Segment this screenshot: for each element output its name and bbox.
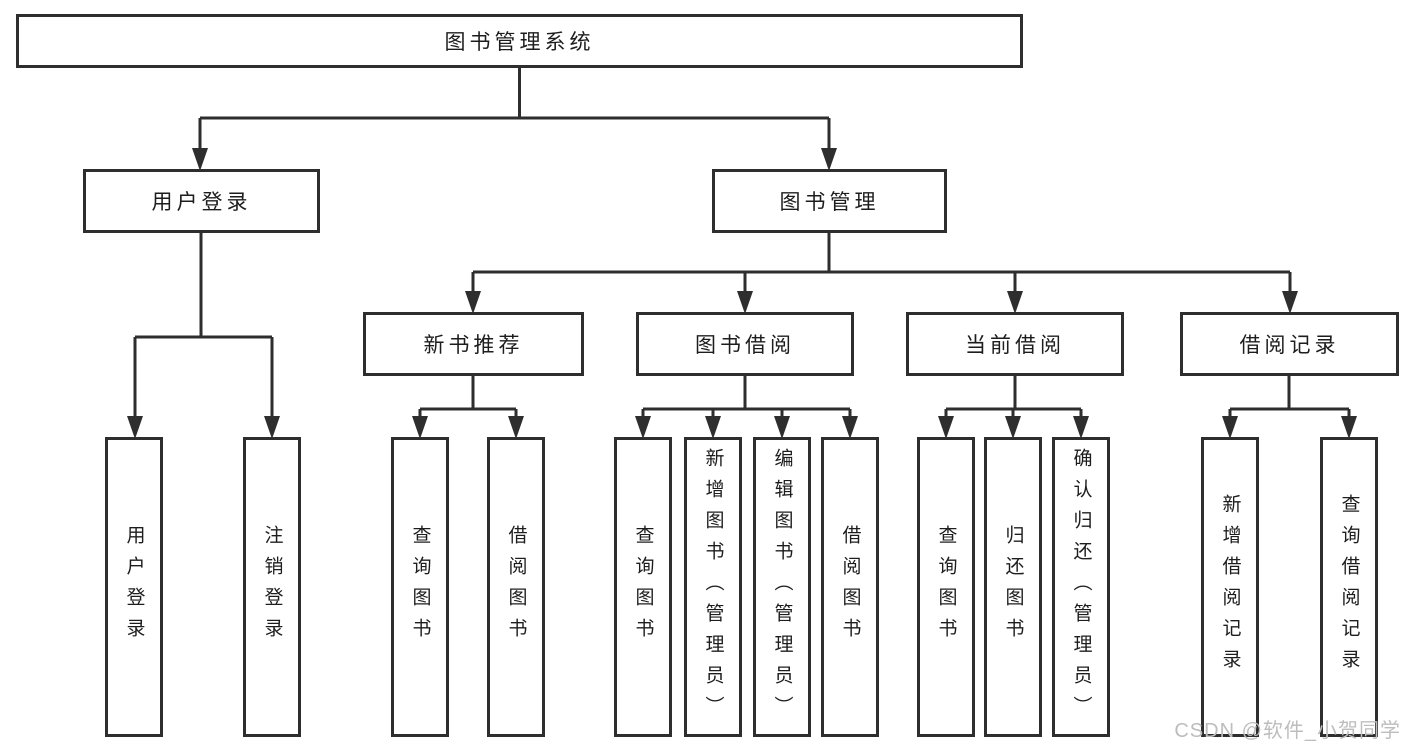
leaf-borrow-book: 借阅图书 bbox=[821, 437, 879, 737]
leaf-add-book-admin-label: 新增图书（管理员） bbox=[702, 447, 724, 727]
leaf-borrow-book-recommend-label: 借阅图书 bbox=[505, 525, 527, 649]
leaf-add-borrow-record: 新增借阅记录 bbox=[1201, 437, 1259, 737]
leaf-query-book-recommend: 查询图书 bbox=[391, 437, 449, 737]
leaf-query-book-borrow: 查询图书 bbox=[614, 437, 672, 737]
leaf-query-book-current-label: 查询图书 bbox=[935, 525, 957, 649]
node-book-borrow-label: 图书借阅 bbox=[695, 334, 795, 357]
node-book-borrow: 图书借阅 bbox=[636, 312, 854, 376]
node-new-book-recommend-label: 新书推荐 bbox=[423, 334, 524, 357]
leaf-logout-login: 注销登录 bbox=[243, 437, 301, 737]
leaf-confirm-return-admin: 确认归还（管理员） bbox=[1052, 437, 1110, 737]
leaf-user-login-label: 用户登录 bbox=[123, 525, 145, 649]
node-root-label: 图书管理系统 bbox=[444, 31, 595, 54]
node-new-book-recommend: 新书推荐 bbox=[363, 312, 584, 376]
leaf-confirm-return-admin-label: 确认归还（管理员） bbox=[1070, 447, 1092, 727]
leaf-query-book-current: 查询图书 bbox=[917, 437, 975, 737]
leaf-edit-book-admin-label: 编辑图书（管理员） bbox=[771, 447, 793, 727]
node-borrow-record: 借阅记录 bbox=[1180, 312, 1399, 376]
leaf-query-borrow-record-label: 查询借阅记录 bbox=[1338, 494, 1360, 680]
csdn-watermark: CSDN @软件_小贺同学 bbox=[1174, 720, 1401, 742]
leaf-return-book-label: 归还图书 bbox=[1002, 525, 1024, 649]
leaf-add-book-admin: 新增图书（管理员） bbox=[684, 437, 742, 737]
leaf-query-borrow-record: 查询借阅记录 bbox=[1320, 437, 1378, 737]
leaf-edit-book-admin: 编辑图书（管理员） bbox=[753, 437, 811, 737]
node-user-login: 用户登录 bbox=[83, 169, 320, 233]
node-current-borrow-label: 当前借阅 bbox=[965, 334, 1065, 357]
node-book-management: 图书管理 bbox=[712, 169, 947, 233]
leaf-query-book-recommend-label: 查询图书 bbox=[409, 525, 431, 649]
leaf-logout-login-label: 注销登录 bbox=[261, 525, 283, 649]
leaf-borrow-book-label: 借阅图书 bbox=[839, 525, 861, 649]
connector-path bbox=[133, 68, 1351, 433]
node-book-management-label: 图书管理 bbox=[779, 191, 880, 214]
node-current-borrow: 当前借阅 bbox=[906, 312, 1124, 376]
arrowhead-icons bbox=[127, 148, 1357, 439]
node-root: 图书管理系统 bbox=[16, 14, 1023, 68]
node-borrow-record-label: 借阅记录 bbox=[1239, 334, 1340, 357]
leaf-query-book-borrow-label: 查询图书 bbox=[632, 525, 654, 649]
leaf-borrow-book-recommend: 借阅图书 bbox=[487, 437, 545, 737]
leaf-return-book: 归还图书 bbox=[984, 437, 1042, 737]
leaf-user-login: 用户登录 bbox=[105, 437, 163, 737]
leaf-add-borrow-record-label: 新增借阅记录 bbox=[1219, 494, 1241, 680]
node-user-login-label: 用户登录 bbox=[151, 191, 252, 214]
